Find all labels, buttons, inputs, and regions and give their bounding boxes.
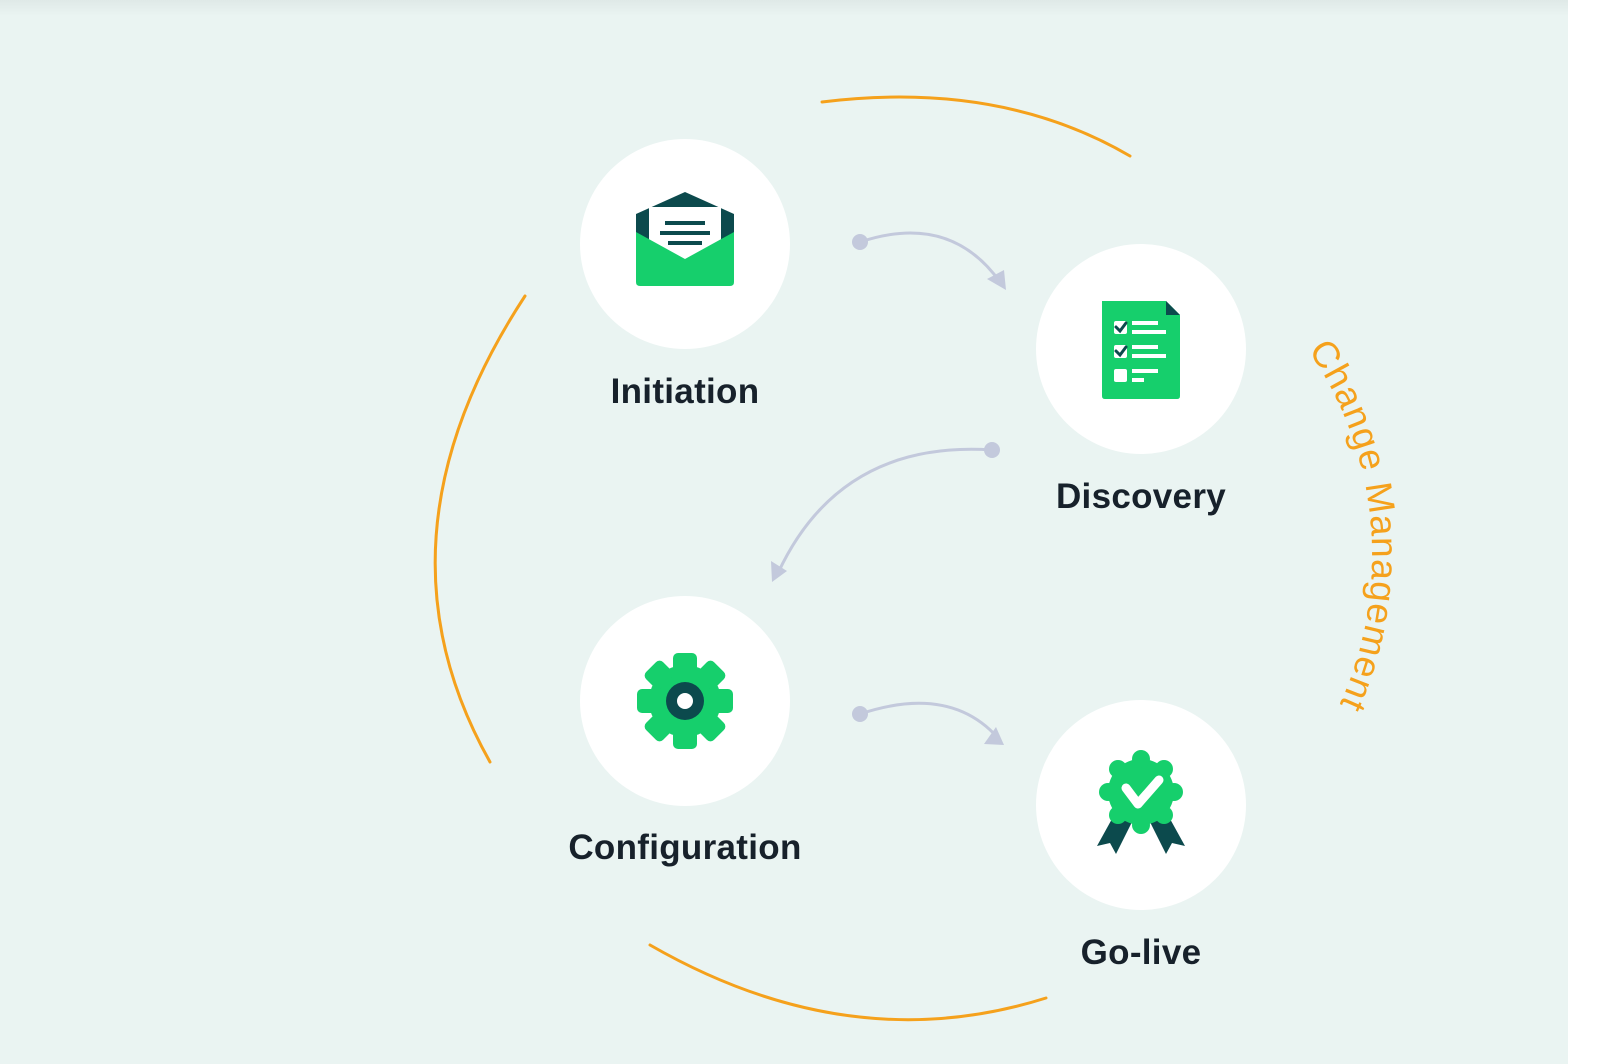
cycle-arc-left: [433, 294, 527, 764]
connector-start-dot: [852, 234, 868, 250]
step-label-golive: Go-live: [1080, 933, 1202, 972]
arrow-head-icon: [987, 270, 1006, 290]
connector-initiation-discovery: [858, 231, 1002, 284]
connector-discovery-configuration: [776, 447, 994, 575]
envelope-icon: [636, 192, 734, 286]
arrow-head-icon: [984, 727, 1004, 745]
cycle-arc-top: [820, 95, 1132, 158]
step-label-discovery: Discovery: [1055, 477, 1227, 516]
connector-configuration-golive: [858, 701, 1000, 740]
step-label-configuration: Configuration: [568, 828, 802, 867]
arrow-head-icon: [771, 561, 787, 582]
cycle-arc-bottom: [648, 943, 1048, 1022]
top-shadow: [0, 0, 1600, 16]
gear-icon: [637, 653, 733, 749]
step-discovery: [1036, 244, 1246, 454]
checklist-icon: [1102, 301, 1180, 399]
connector-start-dot: [984, 442, 1000, 458]
step-initiation: [580, 139, 790, 349]
award-badge-icon: [1097, 750, 1185, 854]
connector-start-dot: [852, 706, 868, 722]
step-label-initiation: Initiation: [610, 372, 760, 411]
change-management-label: Change Management: [1301, 332, 1405, 718]
right-edge: [1568, 0, 1600, 1064]
step-configuration: [580, 596, 790, 806]
step-golive: [1036, 700, 1246, 910]
